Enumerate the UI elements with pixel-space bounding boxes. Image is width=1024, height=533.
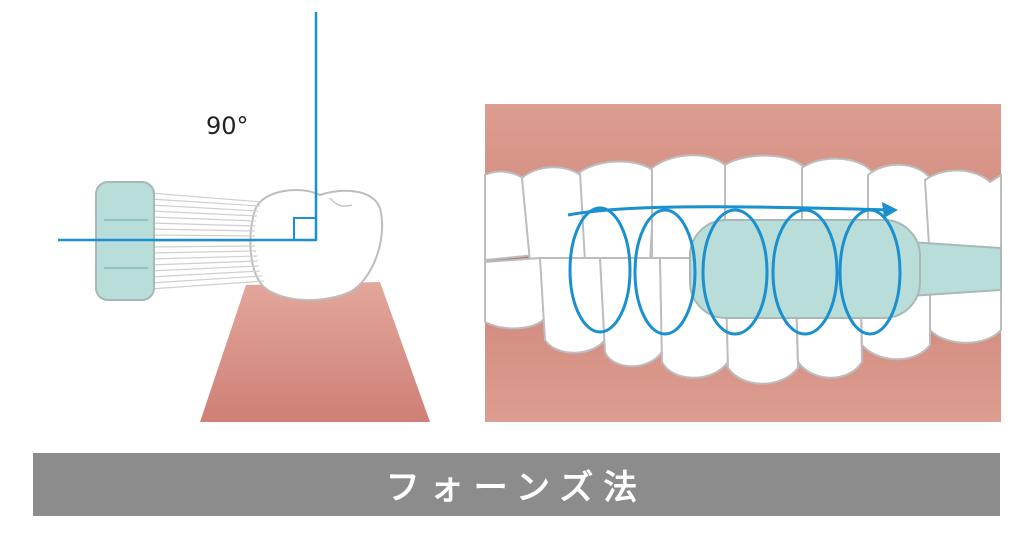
circular-motion-path: [567, 205, 902, 336]
caption-bar: フォーンズ法: [33, 453, 1000, 516]
caption-text: フォーンズ法: [385, 468, 648, 508]
arrow-head: [882, 202, 898, 218]
front-view: [484, 104, 1002, 422]
brush-head-front: [689, 219, 921, 319]
tooth-side: [249, 189, 384, 302]
gum-side: [200, 282, 430, 422]
right-angle-mark: [293, 217, 317, 241]
side-view: [58, 12, 430, 422]
angle-label: 90°: [206, 112, 249, 140]
